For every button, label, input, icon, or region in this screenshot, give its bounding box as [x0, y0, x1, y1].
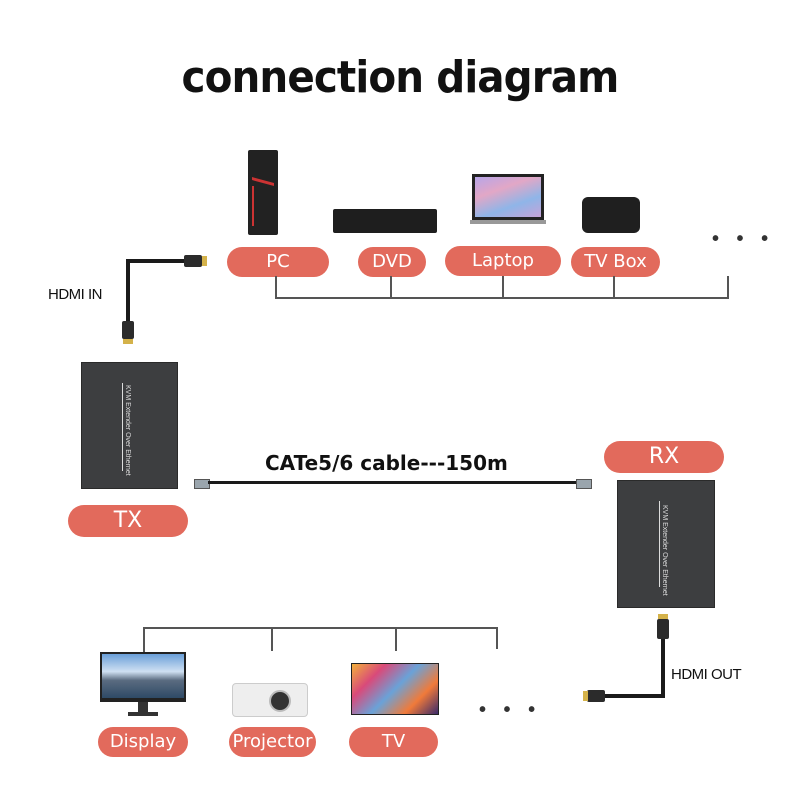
- tx-device: KVM Extender Over Ethernet: [81, 362, 178, 489]
- more-sources-ellipsis: • • •: [712, 228, 775, 250]
- source-drop-dvd: [390, 276, 392, 298]
- output-drop-more: [496, 627, 498, 649]
- tv-icon: [351, 663, 439, 717]
- pc-tower-icon: [248, 150, 278, 235]
- rx-device: KVM Extender Over Ethernet: [617, 480, 715, 608]
- source-drop-tvbox: [613, 276, 615, 298]
- tx-device-text: KVM Extender Over Ethernet: [124, 385, 131, 476]
- output-drop-tv: [395, 627, 397, 651]
- diagram-title: connection diagram: [181, 52, 620, 103]
- output-drop-display: [143, 627, 145, 653]
- cable-label: CATe5/6 cable---150m: [265, 451, 508, 475]
- dvd-player-icon: [333, 209, 437, 233]
- source-laptop-pill: Laptop: [445, 246, 561, 276]
- hdmi-out-label: HDMI OUT: [671, 666, 742, 683]
- laptop-icon: [470, 174, 546, 226]
- output-drop-projector: [271, 627, 273, 651]
- tv-box-icon: [582, 197, 640, 233]
- rx-pill: RX: [604, 441, 724, 473]
- tx-pill: TX: [68, 505, 188, 537]
- more-outputs-ellipsis: • • •: [479, 699, 542, 721]
- projector-icon: [232, 683, 308, 717]
- output-projector-pill: Projector: [229, 727, 316, 757]
- source-bus: [275, 297, 729, 299]
- source-drop-more: [727, 276, 729, 298]
- output-tv-pill: TV: [349, 727, 438, 757]
- source-tvbox-pill: TV Box: [571, 247, 660, 277]
- source-dvd-pill: DVD: [358, 247, 426, 277]
- output-bus: [143, 627, 498, 629]
- source-pc-pill: PC: [227, 247, 329, 277]
- hdmi-in-label: HDMI IN: [48, 286, 103, 303]
- monitor-icon: [100, 652, 186, 718]
- source-drop-laptop: [502, 276, 504, 298]
- source-drop-pc: [275, 276, 277, 298]
- rx-device-text: KVM Extender Over Ethernet: [661, 505, 668, 596]
- output-display-pill: Display: [98, 727, 188, 757]
